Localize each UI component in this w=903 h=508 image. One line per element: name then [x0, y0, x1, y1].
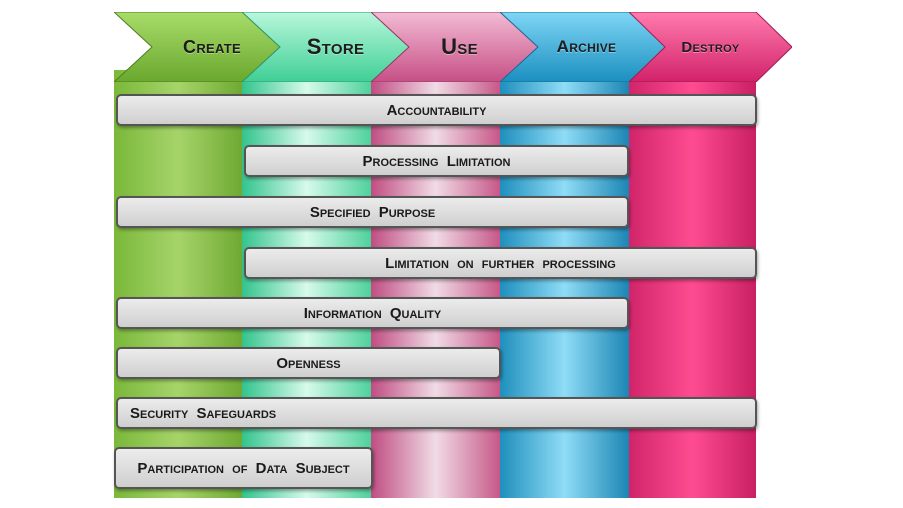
stage-label-store: Store — [306, 34, 365, 59]
bar-label-accountability: Accountability — [386, 101, 487, 119]
bar-label-limitation-further-processing: Limitation on further processing — [385, 254, 616, 272]
stage-store: Store — [242, 12, 409, 82]
column-create — [114, 70, 242, 498]
bar-participation-data-subject: Participation of Data Subject — [114, 447, 373, 489]
bar-label-processing-limitation: Processing Limitation — [362, 152, 511, 170]
stage-label-destroy: Destroy — [681, 38, 740, 56]
column-store — [242, 70, 371, 498]
bar-label-security-safeguards: Security Safeguards — [130, 404, 277, 422]
stage-label-create: Create — [183, 36, 241, 57]
stage-destroy: Destroy — [629, 12, 792, 82]
chevron-archive-shape — [500, 12, 667, 82]
column-archive — [500, 70, 629, 498]
bar-openness: Openness — [116, 347, 501, 379]
chevron-destroy-shape — [629, 12, 792, 82]
chevron-create-shape — [114, 12, 280, 82]
chevron-use-shape — [371, 12, 538, 82]
bar-information-quality: Information Quality — [116, 297, 629, 329]
stage-label-archive: Archive — [556, 37, 617, 56]
stage-create: Create — [114, 12, 280, 82]
bar-label-specified-purpose: Specified Purpose — [309, 203, 436, 221]
bar-limitation-further-processing: Limitation on further processing — [244, 247, 757, 279]
stage-archive: Archive — [500, 12, 667, 82]
chevron-store-shape — [242, 12, 409, 82]
bar-label-openness: Openness — [276, 354, 341, 372]
stage-label-use: Use — [441, 34, 478, 59]
bar-label-information-quality: Information Quality — [303, 304, 442, 322]
stage-use: Use — [371, 12, 538, 82]
bar-security-safeguards: Security Safeguards — [116, 397, 757, 429]
bar-processing-limitation: Processing Limitation — [244, 145, 629, 177]
column-use — [371, 70, 500, 498]
bar-label-participation-data-subject: Participation of Data Subject — [137, 459, 350, 477]
bar-specified-purpose: Specified Purpose — [116, 196, 629, 228]
column-destroy — [629, 70, 756, 498]
bar-accountability: Accountability — [116, 94, 757, 126]
